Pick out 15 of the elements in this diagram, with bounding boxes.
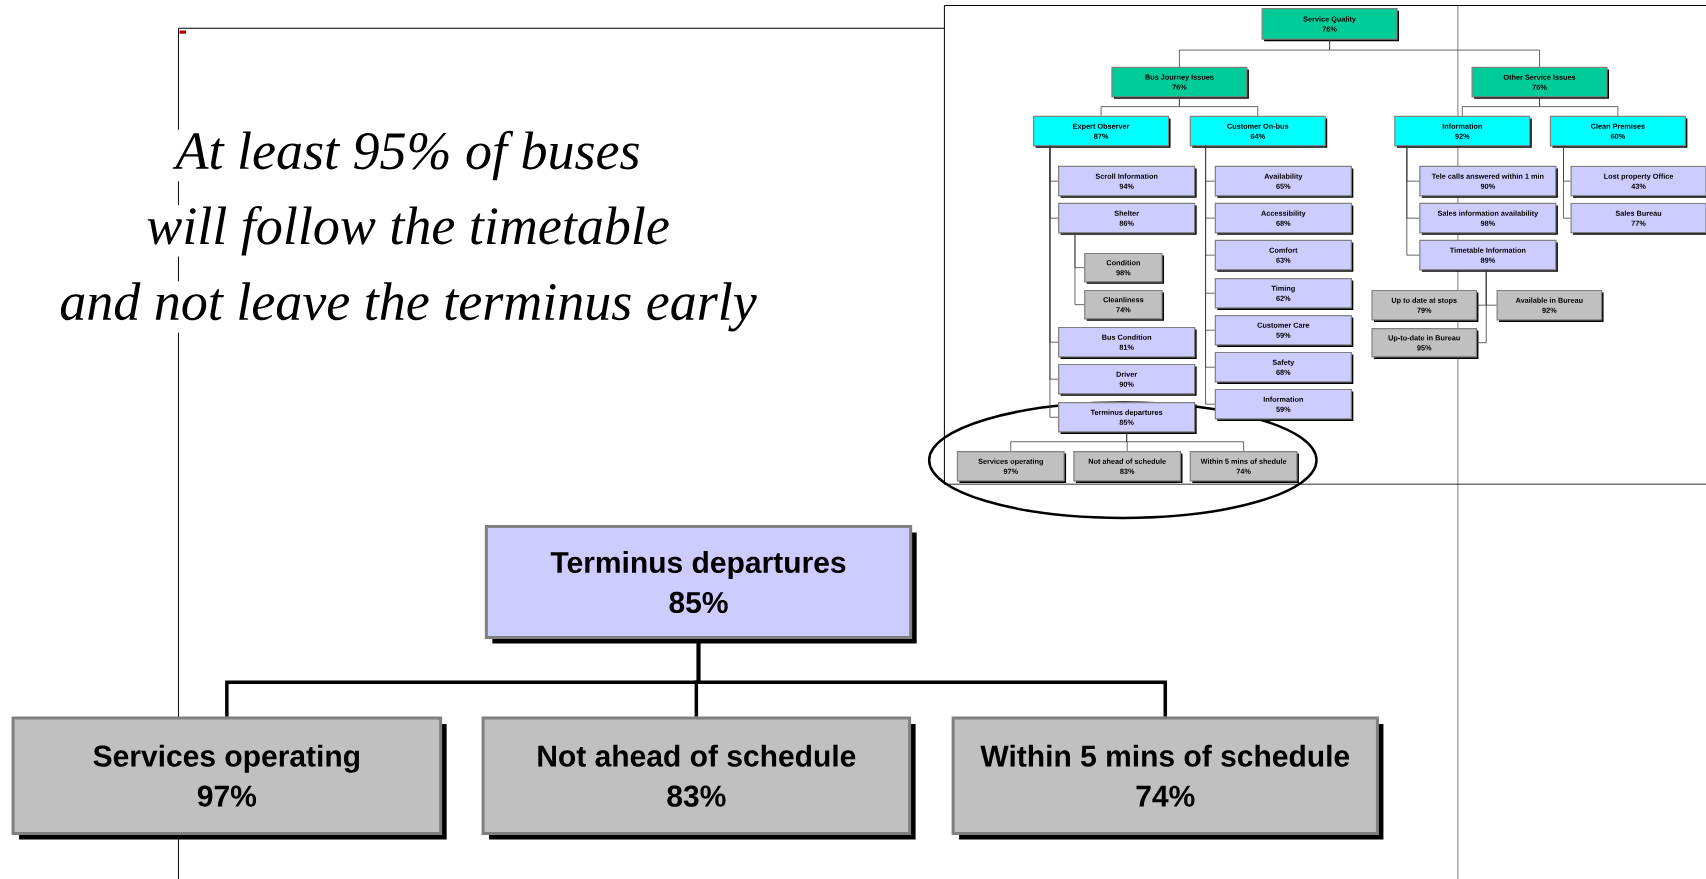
connector-line <box>1406 145 1420 256</box>
connector-line <box>1074 232 1085 306</box>
sub-measure-box: Not ahead of schedule 83% <box>481 716 916 840</box>
sub-measure-box: Services operating 97% <box>11 716 447 840</box>
connector-line <box>1563 145 1571 219</box>
connector-line <box>1329 39 1540 68</box>
statement-text: will follow the timetable <box>145 204 671 257</box>
sub-measure-box: Within 5 mins of schedule 74% <box>951 716 1384 840</box>
statement-text: At least 95% of buses <box>172 129 642 182</box>
connector-line <box>1476 269 1487 344</box>
connector-line <box>1539 97 1619 117</box>
connector-line <box>1126 432 1244 452</box>
measure-box: Terminus departures 85% <box>484 525 917 644</box>
connector-line <box>1179 97 1259 117</box>
statement-text: and not leave the terminus early <box>58 281 758 333</box>
